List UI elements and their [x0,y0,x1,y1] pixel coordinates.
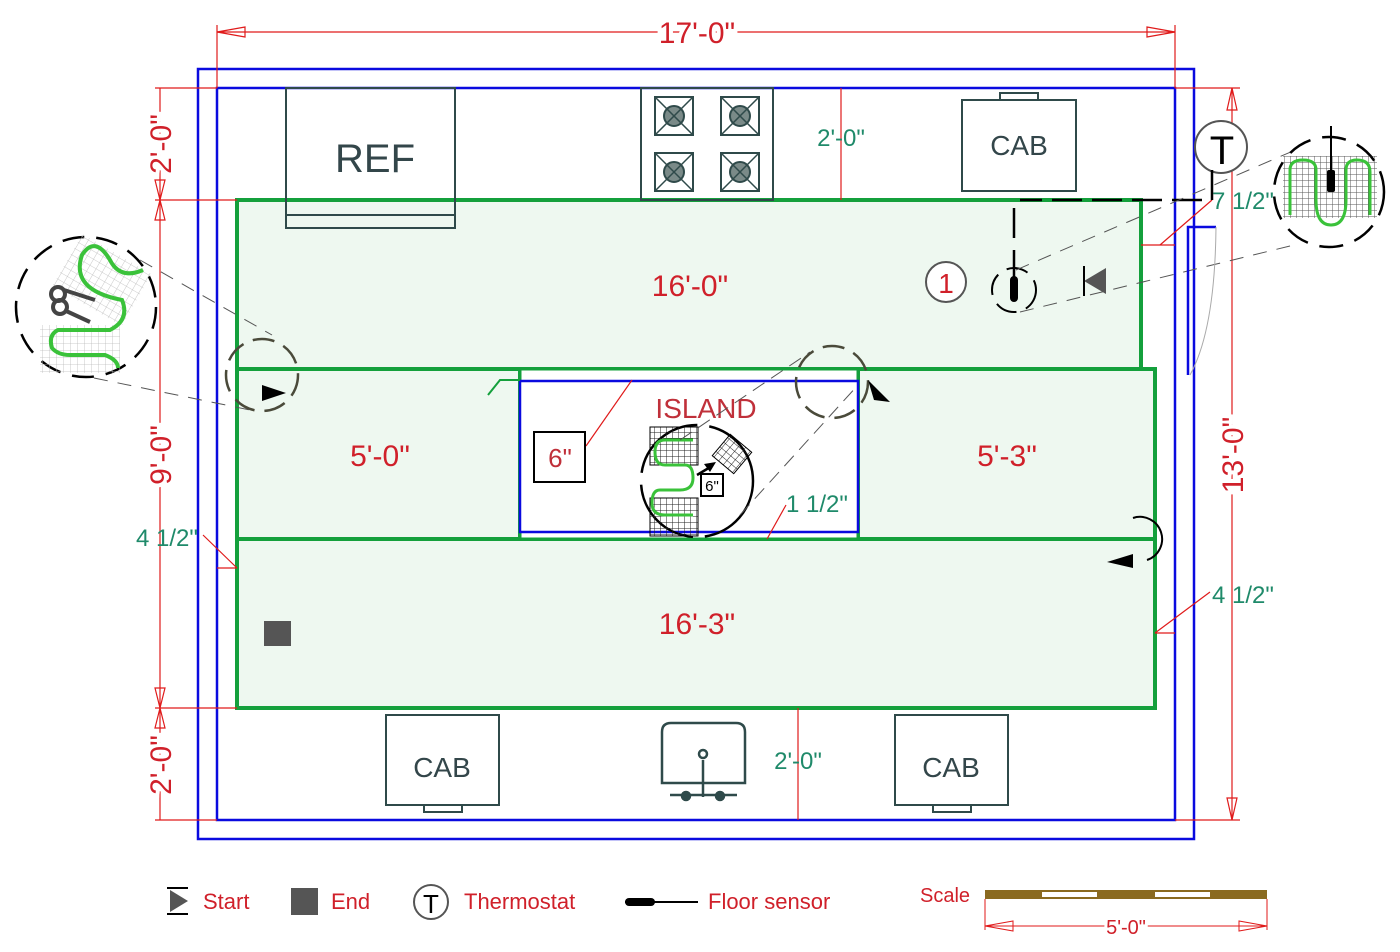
sequence-marker [925,261,967,303]
scissors-icon [49,285,96,324]
left-top-dimension: 2'-0" [145,114,178,174]
direction-arrow [1107,554,1133,568]
direction-arrow [1084,268,1106,294]
scale-length: 5'-0" [1106,917,1146,939]
gap-top-right-dimension: 7 1/2" [1212,188,1274,215]
outer-wall [196,67,1196,841]
stove [640,87,774,201]
island-callout-box [533,431,586,483]
refrigerator-label: REF [335,137,415,181]
gap-right-dimension: 4 1/2" [1212,582,1274,609]
overall-depth-label: 13'-0" [1217,417,1250,493]
floor-sensor-icon [625,898,655,906]
cabinet-bottom-right-label: CAB [922,752,980,783]
sensor-detail [1272,126,1386,249]
cabinet-bottom-left-label: CAB [413,752,471,783]
cabinet-top [961,92,1077,192]
island-cut-detail: 6" [639,351,859,539]
burner-icon [654,152,694,192]
island-gap-dimension: 1 1/2" [786,491,848,518]
floor-sensor-icon [1010,276,1018,302]
mat-3-label: 5'-3" [977,440,1037,473]
legend-floor-sensor-label: Floor sensor [708,889,830,914]
legend: Start End T Thermostat Floor sensor [167,884,830,920]
start-icon [170,890,188,912]
sequence-number: 1 [938,268,954,299]
direction-arrow [868,380,890,402]
cabinet-bottom-left [385,714,500,813]
legend-thermostat-symbol: T [423,889,439,919]
island-detail-label: 6" [705,478,719,495]
turn-marker [794,344,870,420]
door [1186,225,1216,375]
legend-thermostat-label: Thermostat [464,889,575,914]
gap-left-dimension: 4 1/2" [136,525,198,552]
end-icon [291,888,318,915]
burner-icon [654,96,694,136]
thermostat-icon [1194,120,1248,174]
cut-detail-left [14,234,273,411]
overall-width-label: 17'-0" [659,17,735,50]
legend-end-label: End [331,889,370,914]
mat-2-label: 5'-0" [350,440,410,473]
refrigerator [285,87,456,229]
burner-icon [720,152,760,192]
scale-bar: Scale 5'-0" [920,885,1268,942]
mat-3 [856,367,1157,541]
island-label: ISLAND [655,393,756,424]
dimension-lines [154,25,1240,821]
sink-icon [660,721,747,802]
cabinet-top-label: CAB [990,130,1048,161]
mat-4 [235,537,1157,710]
start-icon [262,385,286,401]
left-middle-dimension: 9'-0" [145,425,178,485]
scale-label: Scale [920,885,970,907]
thermostat-icon [413,884,449,920]
mat-1-label: 16'-0" [652,270,728,303]
left-bottom-dimension: 2'-0" [145,735,178,795]
mat-4-label: 16'-3" [659,608,735,641]
thermostat-symbol: T [1210,129,1234,173]
cabinet-bottom-right [894,714,1009,813]
island-callout-label: 6" [548,443,572,473]
counter-top-dimension: 2'-0" [817,125,865,152]
end-icon [264,621,291,646]
start-turn-marker [224,337,300,413]
counter-bottom-dimension: 2'-0" [774,748,822,775]
legend-start-label: Start [203,889,249,914]
burner-icon [720,96,760,136]
